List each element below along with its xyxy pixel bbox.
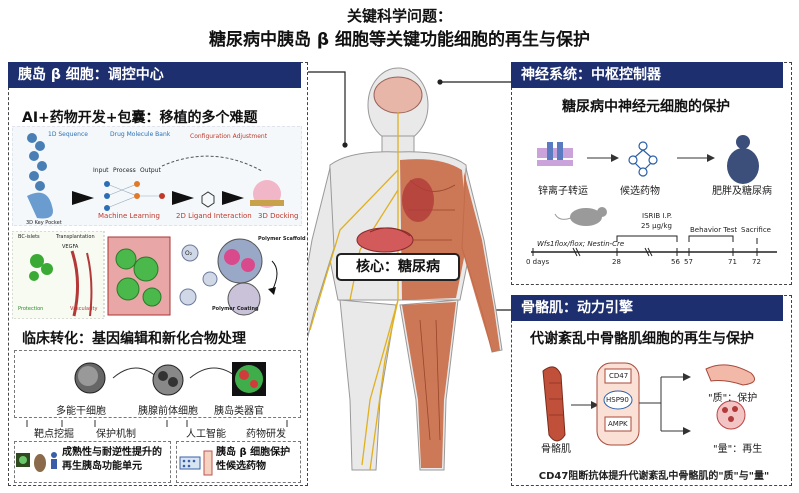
result-box-1 bbox=[14, 441, 171, 483]
stem-cell-label: 多能干细胞 bbox=[56, 406, 106, 417]
result-icons bbox=[16, 450, 213, 476]
ai-ml-label: Machine Learning bbox=[98, 212, 160, 220]
nerve-system-header: 神经系统：中枢控制器 bbox=[511, 62, 783, 88]
result-candidate-drug-text: 胰岛 β 细胞保护性候选药物 bbox=[216, 447, 291, 472]
ai-drug-bank-label: Drug Molecule Bank bbox=[110, 131, 171, 138]
progenitor-label: 胰腺前体细胞 bbox=[138, 406, 198, 417]
result-box-2 bbox=[176, 441, 301, 483]
mouse-genotype-label: Wfs1flox/flox; Nestin-Cre bbox=[537, 240, 625, 248]
bottom-bracket-lines bbox=[26, 420, 288, 427]
neuron-protection-title: 糖尿病中神经元细胞的保护 bbox=[562, 99, 730, 115]
ai-input-label: Input bbox=[93, 167, 109, 174]
ai-docking-label: 3D Docking bbox=[258, 212, 299, 220]
zinc-transport-label: 锌离子转运 bbox=[538, 186, 588, 197]
ampk-label: AMPK bbox=[608, 420, 628, 428]
target-mining-tab: 靶点挖掘 bbox=[34, 429, 74, 440]
o2-label: O₂ bbox=[185, 250, 193, 257]
ai-ligand-label: 2D Ligand Interaction bbox=[176, 212, 252, 220]
timeline-tick-72: 72 bbox=[752, 258, 761, 266]
organoid-label: 胰岛类器官 bbox=[214, 406, 264, 417]
isrib-label: ISRIB I.P. bbox=[642, 212, 673, 220]
experiment-timeline bbox=[531, 207, 777, 257]
ai-tab: 人工智能 bbox=[186, 429, 226, 440]
bc-islets-label: BC-islets bbox=[18, 234, 40, 240]
quality-protect-label: "质"：保护 bbox=[708, 393, 758, 404]
muscle-regeneration-title: 代谢紊乱中骨骼肌细胞的再生与保护 bbox=[530, 331, 754, 347]
vascularity-label: Vascularity bbox=[70, 306, 98, 312]
sacrifice-label: Sacrifice bbox=[741, 226, 771, 234]
core-diabetes-label: 核心：糖尿病 bbox=[336, 253, 460, 281]
hsp90-label: HSP90 bbox=[606, 396, 629, 404]
encapsulation-illustration bbox=[12, 231, 278, 319]
stem-cell-flow-box bbox=[14, 350, 301, 418]
ai-workflow-illustration bbox=[12, 126, 302, 226]
cd47-caption: CD47阻断抗体提升代谢紊乱中骨骼肌的"质"与"量" bbox=[538, 471, 770, 482]
clinical-translation-title: 临床转化：基因编辑和新化合物处理 bbox=[22, 331, 246, 347]
muscle-pathway-illustration bbox=[542, 362, 756, 446]
behavior-test-label: Behavior Test bbox=[690, 226, 738, 234]
ai-drug-encapsulation-title: AI+药物开发+包囊：移植的多个难题 bbox=[22, 110, 258, 126]
drug-dev-tab: 药物研发 bbox=[246, 429, 286, 440]
ai-config-label: Configuration Adjustment bbox=[190, 133, 268, 140]
timeline-tick-56: 56 bbox=[671, 258, 680, 266]
isrib-dose-label: 25 μg/kg bbox=[641, 222, 672, 230]
obesity-diabetes-label: 肥胖及糖尿病 bbox=[712, 186, 772, 197]
nerve-pathway-illustration bbox=[537, 135, 759, 184]
stem-cell-flow-illustration bbox=[74, 362, 266, 396]
timeline-tick-71: 71 bbox=[728, 258, 737, 266]
muscle-label: 骨骼肌 bbox=[541, 444, 571, 455]
ai-output-label: Output bbox=[140, 167, 161, 174]
protection-label: Protection bbox=[18, 306, 44, 312]
result-regenerated-islet-text: 成熟性与耐逆性提升的再生胰岛功能单元 bbox=[62, 447, 162, 472]
timeline-tick-0: 0 days bbox=[526, 258, 550, 266]
page-title-line2: 糖尿病中胰岛 β 细胞等关键功能细胞的再生与保护 bbox=[208, 30, 590, 50]
protection-mechanism-tab: 保护机制 bbox=[96, 429, 136, 440]
ai-process-label: Process bbox=[113, 167, 136, 174]
polymer-coating-label: Polymer Coating bbox=[212, 306, 259, 312]
islet-beta-header: 胰岛 β 细胞：调控中心 bbox=[8, 62, 301, 88]
timeline-tick-57: 57 bbox=[684, 258, 693, 266]
ai-pocket-label: 3D Key Pocket bbox=[26, 220, 62, 226]
quantity-regen-label: "量"：再生 bbox=[713, 444, 763, 455]
polymer-scaffold-label: Polymer Scaffold bbox=[258, 236, 306, 242]
cd47-label: CD47 bbox=[609, 372, 629, 380]
ai-seq-label: 1D Sequence bbox=[48, 131, 88, 138]
page-title-line1: 关键科学问题： bbox=[346, 7, 452, 25]
timeline-tick-28: 28 bbox=[612, 258, 621, 266]
transplant-label: Transplantation bbox=[56, 234, 95, 240]
vegfa-label: VEGFA bbox=[62, 244, 79, 250]
candidate-drug-label: 候选药物 bbox=[620, 186, 660, 197]
skeletal-muscle-header: 骨骼肌：动力引擎 bbox=[511, 295, 783, 321]
